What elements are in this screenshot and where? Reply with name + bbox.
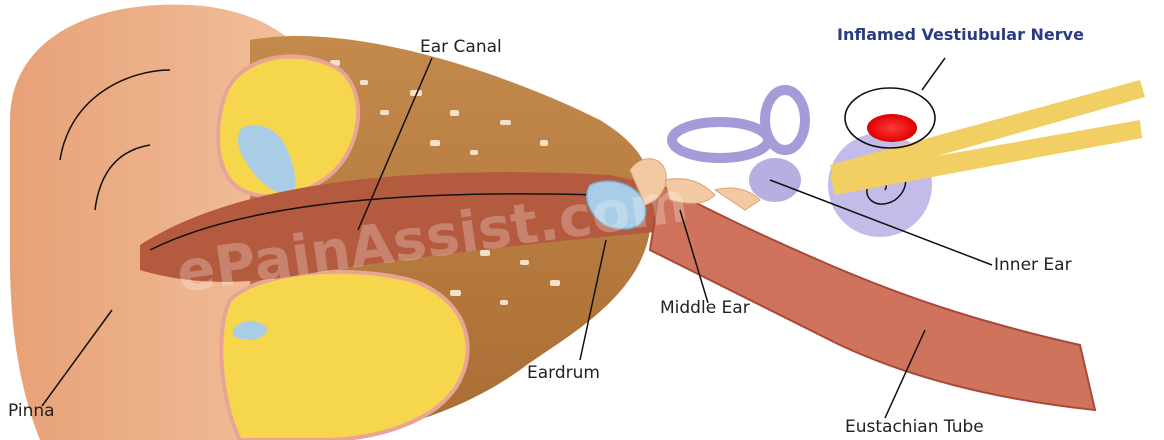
label-eustachian-tube: Eustachian Tube (845, 417, 984, 437)
label-eardrum: Eardrum (527, 363, 600, 383)
label-middle-ear: Middle Ear (660, 298, 750, 318)
inflamed-nerve-marker (845, 88, 935, 148)
label-pinna: Pinna (8, 401, 55, 421)
label-ear-canal: Ear Canal (420, 37, 502, 57)
label-inner-ear: Inner Ear (994, 255, 1072, 275)
label-inflamed-vestibular-nerve: Inflamed Vestiubular Nerve (837, 25, 1084, 44)
